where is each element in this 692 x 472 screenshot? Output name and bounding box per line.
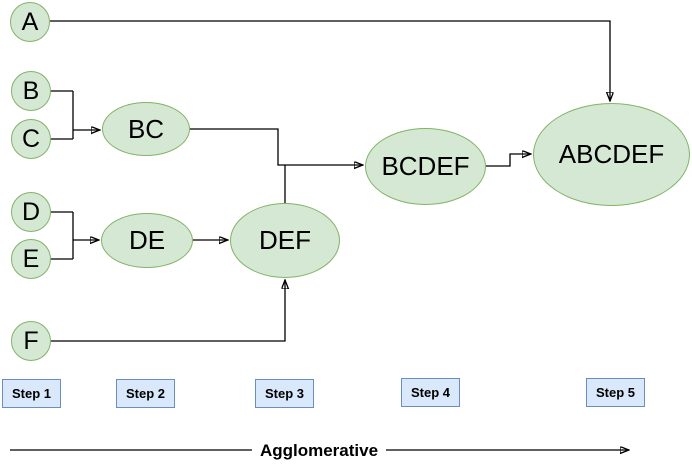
node-def: DEF — [230, 203, 340, 278]
node-f: F — [11, 321, 51, 361]
agglomerative-label: Agglomerative — [259, 441, 379, 460]
node-c: C — [11, 119, 51, 159]
step-label-3: Step 3 — [255, 379, 314, 408]
step-label-2: Step 2 — [116, 379, 175, 408]
node-abcdef: ABCDEF — [533, 103, 690, 206]
step-label-4: Step 4 — [401, 378, 460, 407]
node-bcdef: BCDEF — [365, 128, 486, 205]
node-bc: BC — [102, 102, 190, 156]
step-label-5: Step 5 — [586, 378, 645, 407]
node-a: A — [10, 2, 50, 42]
step-label-1: Step 1 — [2, 379, 61, 408]
node-e: E — [11, 239, 51, 279]
edge-f-to-def — [51, 280, 285, 342]
edge-bcdef-to-abcdef — [486, 154, 531, 167]
edge-bc-to-bcdef — [190, 128, 363, 165]
node-d: D — [11, 192, 51, 232]
node-de: DE — [101, 213, 193, 268]
edge-a-to-abcdef — [50, 20, 610, 101]
node-b: B — [11, 71, 51, 111]
